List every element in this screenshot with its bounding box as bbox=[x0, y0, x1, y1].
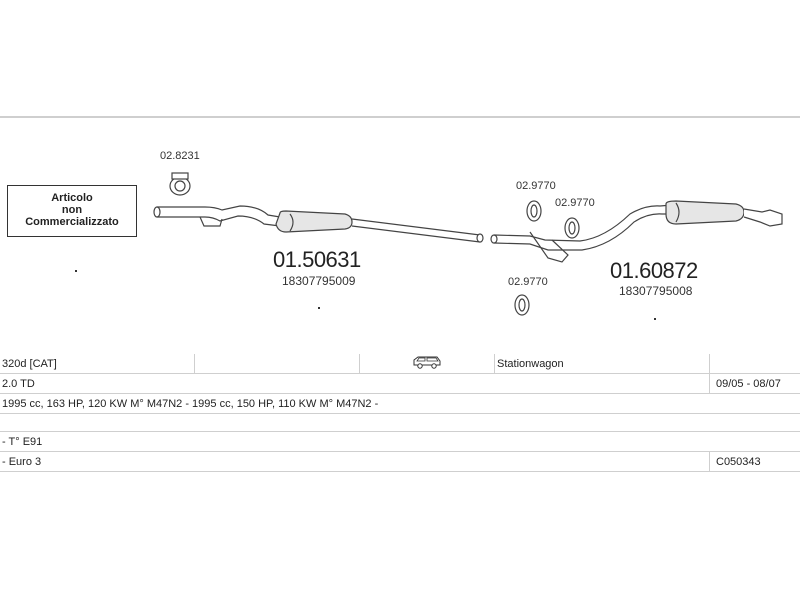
part-label-rear-silencer[interactable]: 01.60872 bbox=[610, 258, 698, 283]
exhaust-drawing bbox=[153, 172, 783, 316]
clamp-02-8231-icon bbox=[169, 172, 191, 196]
part-label-ring-1[interactable]: 02.9770 bbox=[516, 180, 556, 192]
type-cell: - T° E91 bbox=[0, 431, 800, 452]
vehicle-application-table: 320d [CAT] Stationwagon 2.0 TD 09/05 - 0… bbox=[0, 354, 800, 472]
not-sold-line-3: Commercializzato bbox=[25, 216, 119, 228]
part-label-ring-2[interactable]: 02.9770 bbox=[555, 197, 595, 209]
table-row: 320d [CAT] Stationwagon bbox=[0, 354, 800, 374]
part-label-ring-3[interactable]: 02.9770 bbox=[508, 276, 548, 288]
catalogue-code-cell: C050343 bbox=[709, 451, 800, 472]
frame-top-border bbox=[0, 116, 800, 118]
front-exhaust-section bbox=[153, 205, 484, 243]
engine-cell: 2.0 TD bbox=[0, 373, 710, 394]
model-cell: 320d [CAT] bbox=[0, 354, 195, 374]
ring-02-9770-icons bbox=[514, 200, 580, 316]
empty-row bbox=[0, 413, 800, 432]
oem-label-front-silencer: 18307795009 bbox=[282, 274, 356, 288]
table-row bbox=[0, 413, 800, 432]
rear-exhaust-section bbox=[490, 200, 783, 263]
table-row: 1995 cc, 163 HP, 120 KW M° M47N2 - 1995 … bbox=[0, 393, 800, 414]
station-wagon-car-icon bbox=[413, 356, 441, 369]
not-commercialized-box: Articolo non Commercializzato bbox=[7, 185, 137, 237]
body-type-cell: Stationwagon bbox=[494, 354, 710, 374]
empty-cell bbox=[709, 354, 800, 374]
not-sold-line-1: Articolo bbox=[51, 192, 93, 204]
empty-cell bbox=[194, 354, 360, 374]
table-row: - T° E91 bbox=[0, 431, 800, 452]
diagram-dot bbox=[75, 270, 77, 272]
table-row: - Euro 3 C050343 bbox=[0, 451, 800, 472]
diagram-dot bbox=[654, 318, 656, 320]
part-label-clamp[interactable]: 02.8231 bbox=[160, 150, 200, 162]
engine-details-cell: 1995 cc, 163 HP, 120 KW M° M47N2 - 1995 … bbox=[0, 393, 800, 414]
oem-label-rear-silencer: 18307795008 bbox=[619, 284, 693, 298]
years-cell: 09/05 - 08/07 bbox=[709, 373, 800, 394]
diagram-dot bbox=[318, 307, 320, 309]
part-label-front-silencer[interactable]: 01.50631 bbox=[273, 247, 361, 272]
table-row: 2.0 TD 09/05 - 08/07 bbox=[0, 373, 800, 394]
not-sold-line-2: non bbox=[61, 204, 83, 216]
emission-cell: - Euro 3 bbox=[0, 451, 710, 472]
vehicle-icon-cell bbox=[359, 354, 495, 374]
